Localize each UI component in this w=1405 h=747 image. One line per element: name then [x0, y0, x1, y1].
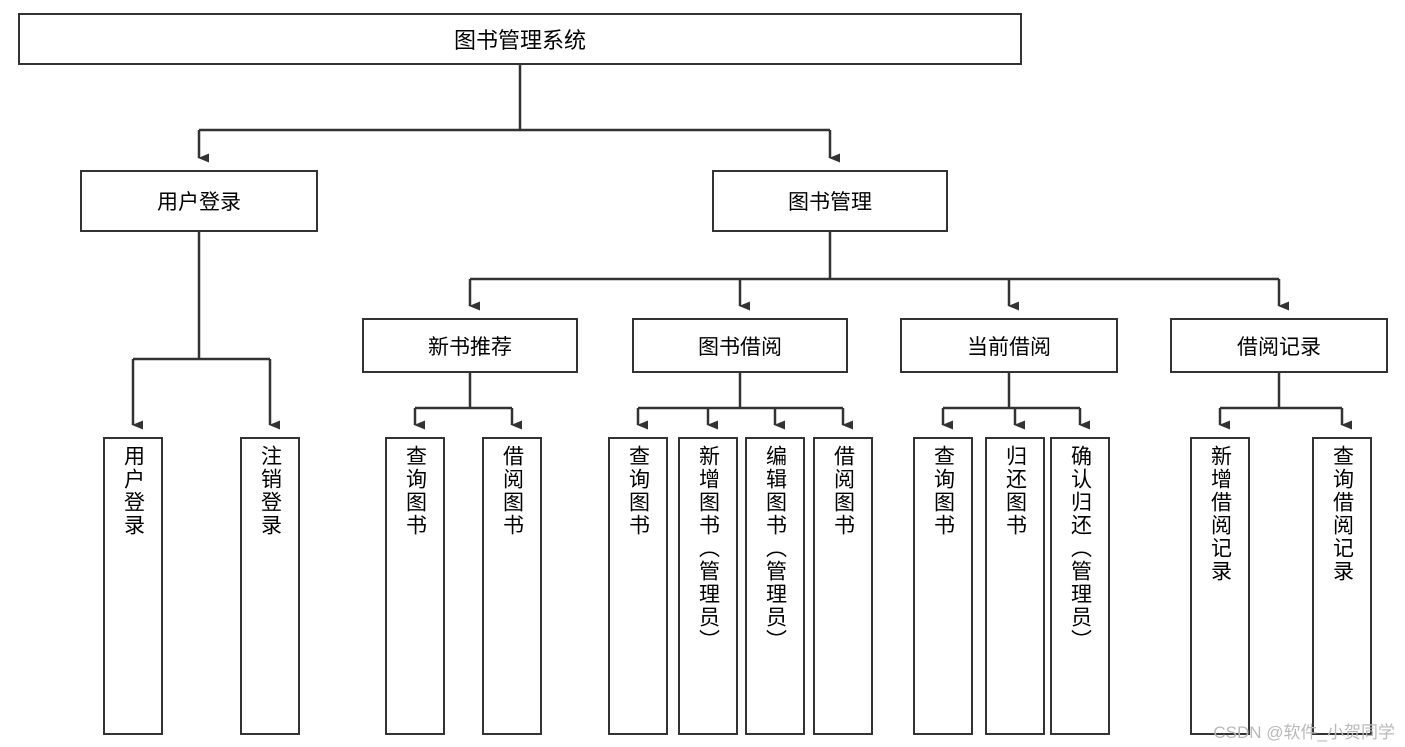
- node-label: 借阅图书: [831, 445, 855, 537]
- node-label: 图书借阅: [698, 335, 782, 359]
- node-leaf-return-book[interactable]: 归还图书: [985, 437, 1045, 735]
- node-label: 查询图书: [931, 445, 955, 537]
- node-root[interactable]: 图书管理系统: [18, 13, 1022, 65]
- node-leaf-borrow-book-1[interactable]: 借阅图书: [482, 437, 542, 735]
- node-label: 查询借阅记录: [1330, 445, 1354, 583]
- node-borrow-record[interactable]: 借阅记录: [1170, 318, 1388, 373]
- node-label: 用户登录: [157, 191, 241, 214]
- node-label: 编辑图书（管理员）: [763, 445, 787, 652]
- node-leaf-user-login[interactable]: 用户登录: [103, 437, 163, 735]
- node-book-manage[interactable]: 图书管理: [712, 170, 948, 232]
- node-label: 当前借阅: [967, 335, 1051, 359]
- node-leaf-query-book-1[interactable]: 查询图书: [385, 437, 445, 735]
- node-label: 新增借阅记录: [1208, 445, 1232, 583]
- node-user-login[interactable]: 用户登录: [80, 170, 318, 232]
- node-label: 注销登录: [258, 445, 282, 537]
- node-current-borrow[interactable]: 当前借阅: [900, 318, 1118, 373]
- node-leaf-query-borrow-record[interactable]: 查询借阅记录: [1312, 437, 1372, 735]
- node-leaf-logout-login[interactable]: 注销登录: [240, 437, 300, 735]
- node-label: 归还图书: [1003, 445, 1027, 537]
- node-label: 新增图书（管理员）: [696, 445, 720, 652]
- node-leaf-confirm-return-admin[interactable]: 确认归还（管理员）: [1050, 437, 1110, 735]
- node-label: 查询图书: [403, 445, 427, 537]
- node-label: 图书管理系统: [453, 28, 586, 53]
- node-book-borrow[interactable]: 图书借阅: [632, 318, 848, 373]
- node-label: 图书管理: [788, 191, 872, 214]
- node-new-book-recommend[interactable]: 新书推荐: [362, 318, 578, 373]
- node-leaf-borrow-book-2[interactable]: 借阅图书: [813, 437, 873, 735]
- node-leaf-add-book-admin[interactable]: 新增图书（管理员）: [678, 437, 738, 735]
- node-leaf-add-borrow-record[interactable]: 新增借阅记录: [1190, 437, 1250, 735]
- watermark-text: CSDN @软件_小贺同学: [1213, 723, 1395, 742]
- node-label: 查询图书: [626, 445, 650, 537]
- node-leaf-query-book-3[interactable]: 查询图书: [913, 437, 973, 735]
- node-label: 新书推荐: [428, 335, 512, 359]
- node-leaf-edit-book-admin[interactable]: 编辑图书（管理员）: [745, 437, 805, 735]
- node-label: 借阅图书: [500, 445, 524, 537]
- node-leaf-query-book-2[interactable]: 查询图书: [608, 437, 668, 735]
- node-label: 借阅记录: [1237, 335, 1321, 359]
- node-label: 确认归还（管理员）: [1068, 445, 1092, 652]
- node-label: 用户登录: [121, 445, 145, 537]
